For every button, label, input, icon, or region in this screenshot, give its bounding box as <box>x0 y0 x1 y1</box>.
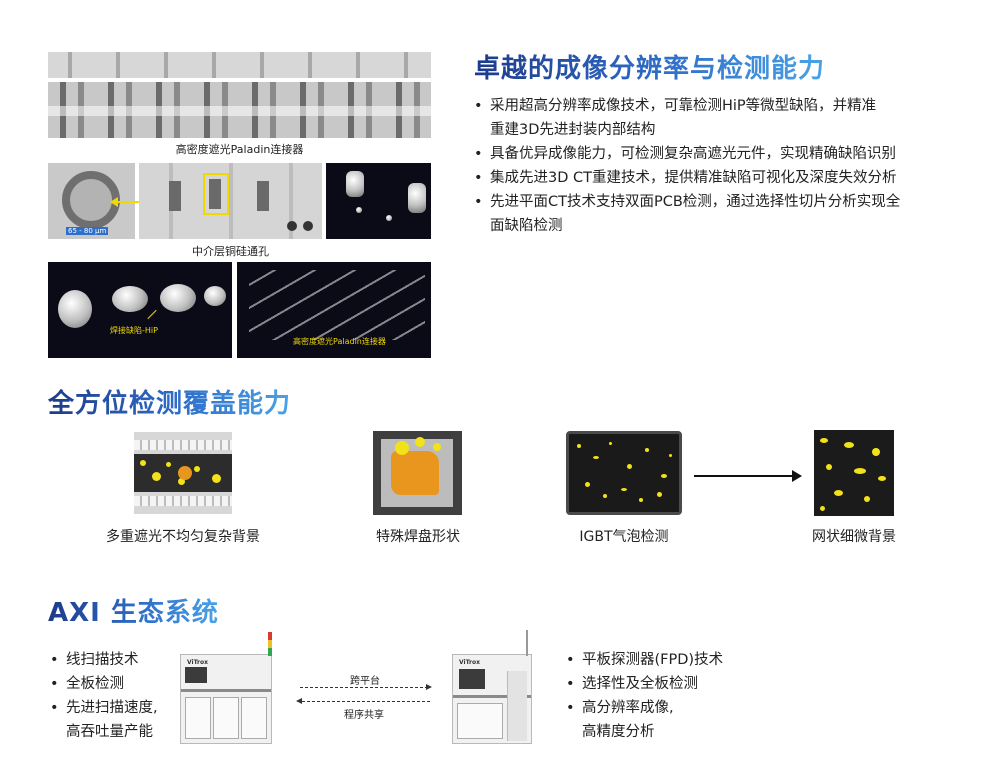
caption-multi-shadow: 多重遮光不均匀复杂背景 <box>106 529 260 545</box>
zoom-arrow-line <box>694 475 794 477</box>
connector-top-strip-image <box>48 52 431 78</box>
status-light-tower-icon <box>268 632 272 656</box>
arrow-right-head-icon <box>426 684 432 690</box>
feature-item-continued: 高吞吐量产能 <box>66 724 153 740</box>
tsv-xray-image <box>139 163 322 239</box>
caption-connector: 高密度遮光Paladin连接器 <box>175 143 304 156</box>
axi-machine-left-image: ViTrox <box>180 654 272 744</box>
arrow-left-head-icon <box>296 698 302 704</box>
section-title-imaging: 卓越的成像分辨率与检测能力 <box>474 48 825 85</box>
feature-item-continued: 高精度分析 <box>582 724 655 740</box>
sample-igbt-void-image <box>566 431 682 515</box>
caption-tsv: 中介层铜硅通孔 <box>192 245 269 258</box>
zoom-arrow-head-icon <box>110 197 118 207</box>
hip-arrow-icon <box>147 309 157 320</box>
sample-special-pad-image <box>373 431 462 515</box>
arrow-top-label: 跨平台 <box>350 676 380 687</box>
antenna-icon <box>526 630 528 656</box>
caption-mesh: 网状细微背景 <box>812 529 896 545</box>
feature-item: 高分辨率成像, <box>566 696 766 720</box>
ring-scale-label: 65 - 80 μm <box>66 227 109 235</box>
axi-left-feature-list: 线扫描技术 全板检测 先进扫描速度, 高吞吐量产能 <box>50 648 190 744</box>
sample-multi-shadow-image <box>134 432 232 514</box>
feature-item: 线扫描技术 <box>50 648 190 672</box>
connector-xray-image <box>48 82 431 138</box>
tsv-3d-render-image <box>326 163 431 239</box>
feature-item: 先进扫描速度, <box>50 696 190 720</box>
axi-right-feature-list: 平板探测器(FPD)技术 选择性及全板检测 高分辨率成像, 高精度分析 <box>566 648 766 744</box>
sample-mesh-background-image <box>814 430 894 516</box>
imaging-feature-list: 采用超高分辨率成像技术，可靠检测HiP等微型缺陷，并精准重建3D先进封装内部结构… <box>474 94 964 238</box>
feature-item: 具备优异成像能力，可检测复杂高遮光元件，实现精确缺陷识别 <box>474 142 964 166</box>
hip-defect-image: 焊接缺陷-HiP <box>48 262 232 358</box>
feature-item: 集成先进3D CT重建技术，提供精准缺陷可视化及深度失效分析 <box>474 166 964 190</box>
arrow-right-dashed <box>300 687 428 688</box>
arrow-head-icon <box>792 470 802 482</box>
connector-ct-slice-image: 高密度遮光Paladin连接器 <box>237 262 431 358</box>
feature-item: 全板检测 <box>50 672 190 696</box>
feature-item: 平板探测器(FPD)技术 <box>566 648 766 672</box>
caption-special-pad: 特殊焊盘形状 <box>376 529 460 545</box>
caption-igbt: IGBT气泡检测 <box>579 529 669 545</box>
machine-left-brand: ViTrox <box>187 659 208 666</box>
section-title-axi: AXI 生态系统 <box>48 592 219 629</box>
axi-machine-right-image: ViTrox <box>452 654 532 744</box>
arrow-left-dashed <box>302 701 430 702</box>
hip-label: 焊接缺陷-HiP <box>110 326 158 335</box>
section-title-coverage: 全方位检测覆盖能力 <box>48 383 291 420</box>
machine-right-brand: ViTrox <box>459 659 480 666</box>
arrow-bottom-label: 程序共享 <box>344 710 384 721</box>
connector-dark-label: 高密度遮光Paladin连接器 <box>293 337 386 346</box>
feature-item: 选择性及全板检测 <box>566 672 766 696</box>
